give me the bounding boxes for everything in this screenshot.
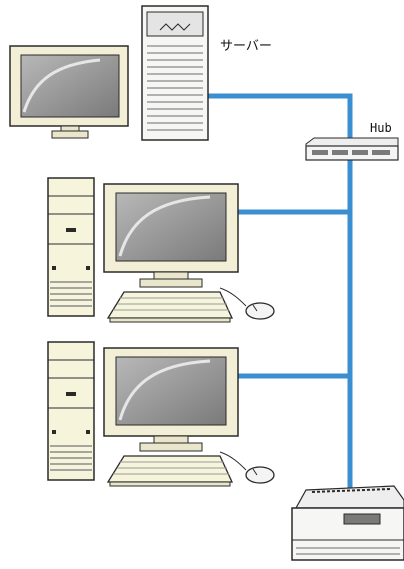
printer-icon — [291, 485, 404, 561]
keyboard-icon — [106, 455, 234, 487]
server-to-hub-cable — [207, 93, 353, 146]
server-label: サーバー — [220, 39, 272, 54]
monitor-icon — [103, 183, 239, 288]
desktop-tower-icon — [47, 341, 95, 481]
network-cables — [207, 93, 353, 489]
monitor-icon — [103, 347, 239, 452]
hub-label: Hub — [370, 121, 392, 135]
keyboard-icon — [106, 291, 234, 323]
mouse-icon — [219, 287, 275, 320]
workstation-1 — [47, 177, 275, 323]
mouse-icon — [219, 451, 275, 484]
network-hub-icon — [305, 137, 399, 161]
desktop-tower-icon — [47, 177, 95, 317]
workstation-2 — [47, 341, 275, 487]
server-tower-icon — [141, 5, 209, 141]
monitor-icon — [9, 45, 129, 139]
